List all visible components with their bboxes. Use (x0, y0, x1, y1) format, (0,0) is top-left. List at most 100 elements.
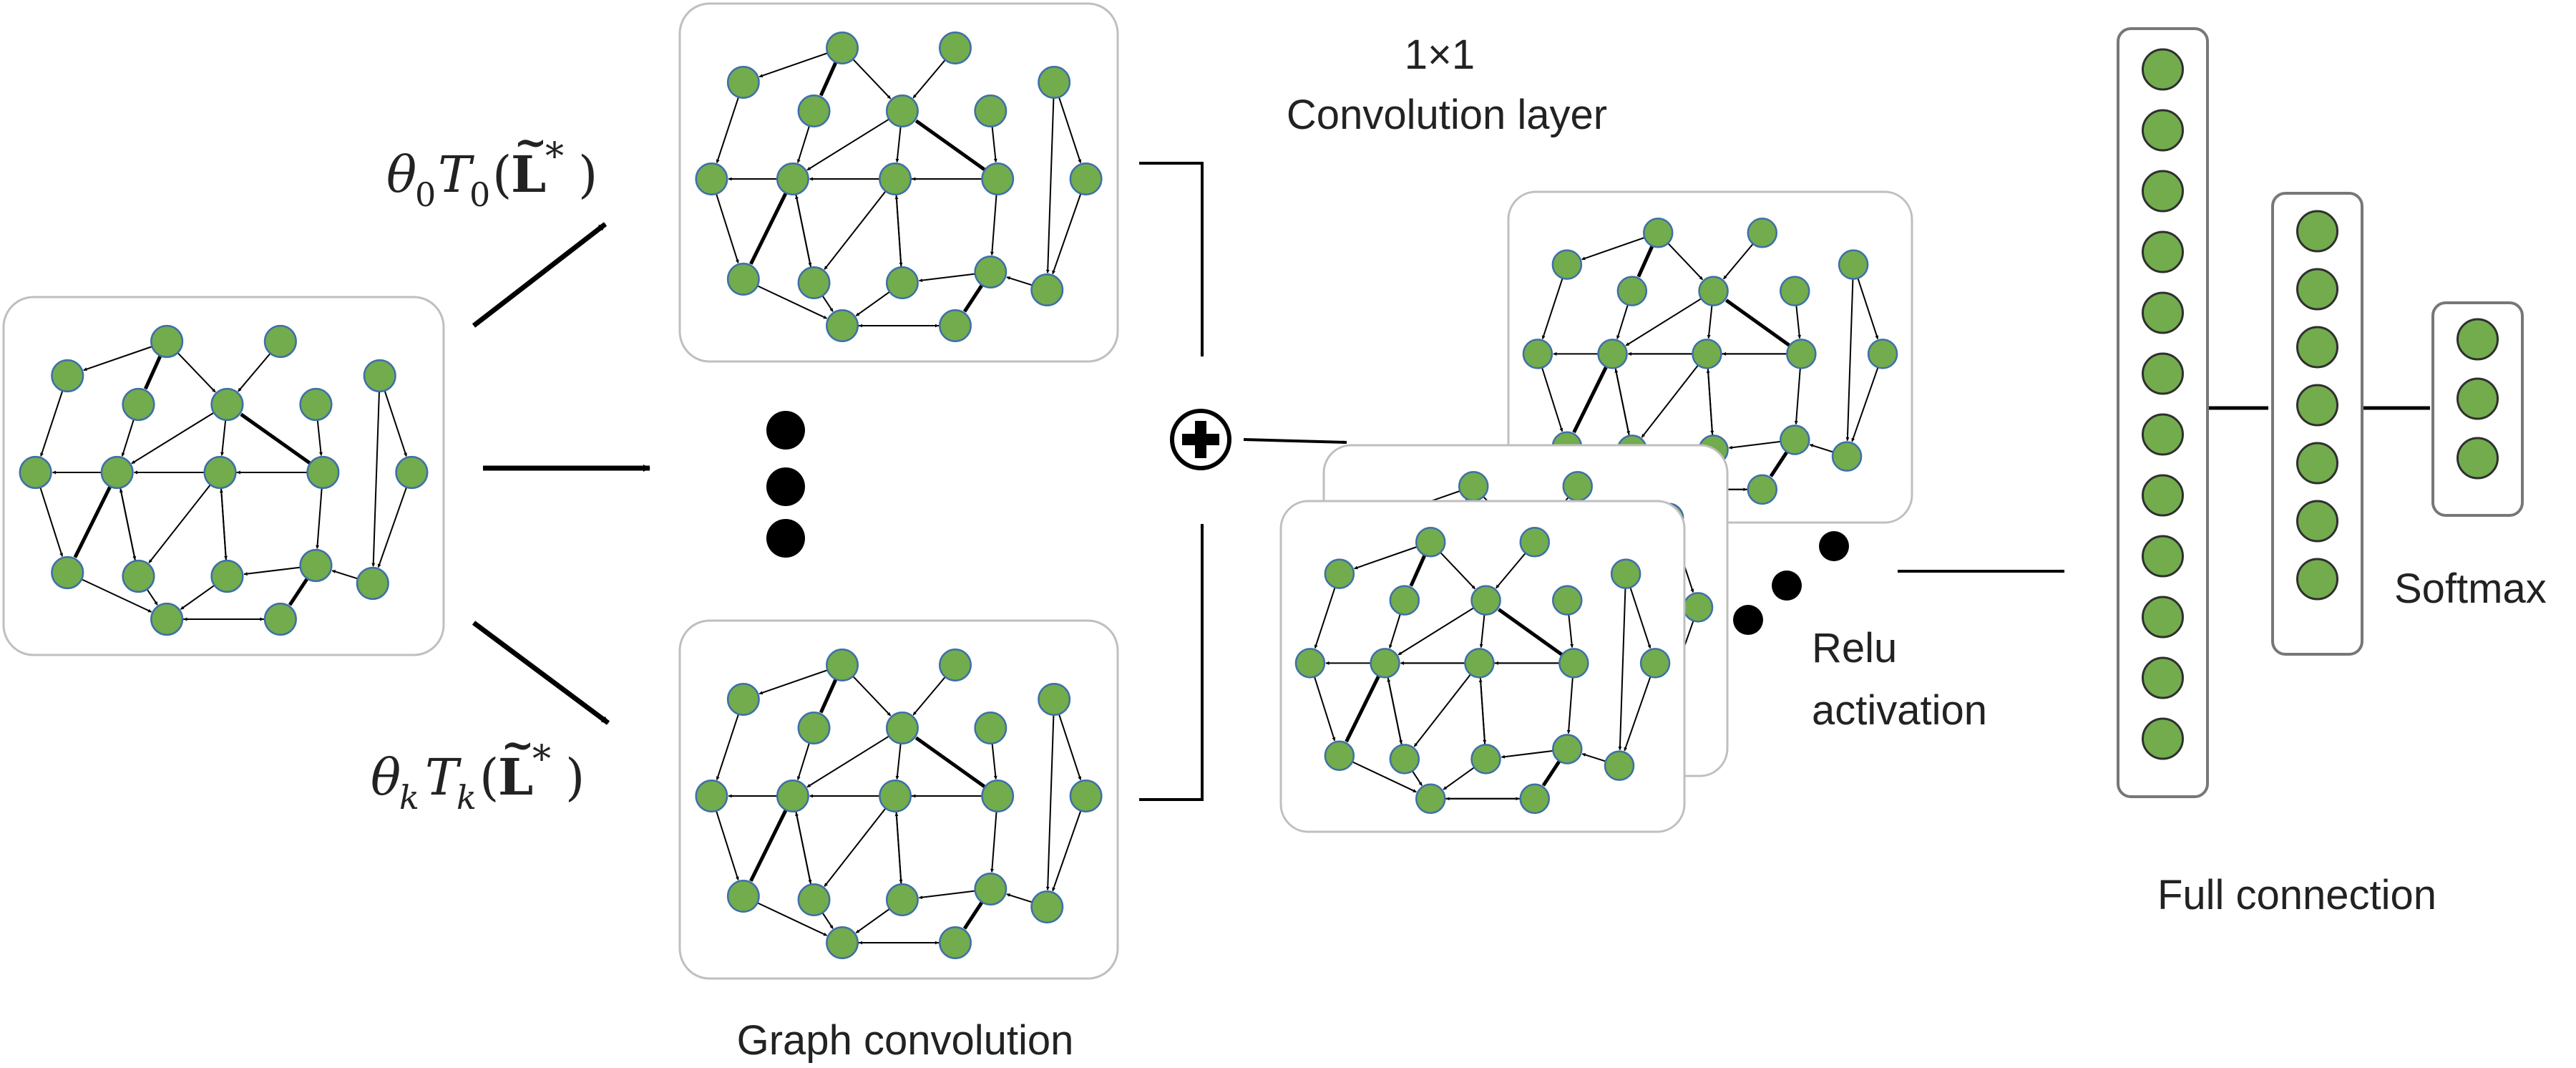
fc-neuron (2296, 210, 2338, 253)
graph-edge (852, 676, 892, 717)
graph-edge (895, 743, 902, 780)
softmax-label: Softmax (2394, 565, 2547, 612)
graph-edge (716, 97, 740, 163)
svg-text:T: T (425, 748, 462, 807)
graph-edge (914, 119, 986, 172)
graph-edge (1614, 369, 1630, 436)
svg-text:): ) (565, 748, 585, 807)
graph-node (299, 548, 333, 583)
graph-node (974, 873, 1008, 906)
graph-node (797, 94, 831, 127)
graph-edge (81, 578, 152, 613)
graph-node (885, 266, 919, 299)
graph-node (1069, 780, 1103, 812)
graph-edge (1624, 676, 1652, 752)
graph-node (885, 94, 919, 127)
graph-edge (1389, 613, 1401, 649)
graph-conv-output-top (678, 2, 1119, 363)
feature-map-back (1507, 190, 1913, 524)
graph-edge (1794, 368, 1801, 425)
fc-neuron (2142, 230, 2184, 273)
graph-node (1464, 648, 1495, 679)
graph-node (1389, 585, 1420, 616)
graph-edge (1409, 554, 1427, 587)
graph-node (1551, 249, 1583, 280)
fc-neuron (2142, 717, 2184, 760)
conv-layer-label-line1: 1×1 (1405, 31, 1475, 78)
graph-edge (918, 890, 975, 900)
graph-edge (990, 194, 997, 256)
graph-edge (1581, 236, 1645, 261)
graph-edge (1541, 278, 1563, 339)
fc-neuron (2142, 291, 2184, 334)
graph-edge (1616, 304, 1629, 339)
graph-edge (1411, 770, 1423, 786)
graph-node (1597, 339, 1628, 369)
graph-node (1519, 527, 1551, 558)
graph-edge (1728, 440, 1781, 450)
graph-node (776, 780, 809, 812)
graph-node (726, 880, 760, 913)
graph-edge (1045, 714, 1055, 890)
graph-edge (1443, 767, 1475, 790)
graph-edge (1478, 678, 1486, 745)
graph-node (1389, 744, 1420, 775)
graph-node (1030, 273, 1064, 306)
graph-edge (180, 584, 215, 611)
graph-edge (238, 353, 271, 392)
graph-edge (1581, 753, 1606, 762)
graph-node (363, 359, 396, 393)
fc-neuron (2457, 318, 2499, 361)
graph-edge (220, 419, 227, 456)
graph-edge (821, 912, 834, 929)
graph-edge (855, 908, 890, 934)
graph-edge (1495, 552, 1526, 589)
graph-edge (1541, 367, 1563, 432)
fc-neuron (2142, 352, 2184, 395)
graph-edge (716, 810, 739, 880)
graph-node (1370, 648, 1400, 679)
graph-node (826, 649, 859, 681)
graph-node (939, 31, 972, 64)
graph-edge (962, 900, 984, 930)
graph-edge (716, 193, 739, 263)
graph-node (974, 94, 1008, 127)
graph-edge (1479, 614, 1485, 648)
graph-node (150, 602, 184, 636)
graph-node (981, 780, 1015, 812)
graph-node (1747, 218, 1778, 248)
graph-edge (757, 902, 828, 936)
graph-edge (1769, 450, 1789, 477)
fc-neuron (2142, 109, 2184, 152)
fc-layer-frame (2117, 27, 2209, 798)
graph-node (1415, 527, 1446, 558)
graph-edge (918, 273, 975, 283)
graph-edge (716, 714, 740, 780)
feature-map-front (1279, 500, 1686, 833)
graph-edge (912, 676, 946, 716)
fc-layer-1 (2117, 27, 2209, 798)
graph-node (726, 683, 760, 716)
graph-node (19, 455, 52, 490)
fc-layer-3 (2431, 301, 2524, 517)
svg-text:(: ( (479, 748, 499, 807)
graph-edge (895, 126, 902, 162)
graph-edge (316, 487, 323, 549)
fc-neuron (2142, 413, 2184, 456)
fc-neuron (2457, 437, 2499, 480)
graph-node (1470, 585, 1501, 616)
graph-node (826, 309, 859, 342)
fc-neuron (2142, 170, 2184, 213)
graph-node (1522, 339, 1553, 369)
graph-edge (1857, 278, 1879, 339)
graph-convolution-label: Graph convolution (737, 1017, 1074, 1064)
graph-node (1470, 744, 1501, 775)
graph-node (1038, 683, 1071, 716)
graph-node (939, 649, 972, 681)
fc-neuron (2296, 384, 2338, 427)
fc-neuron (2296, 268, 2338, 311)
graph-node (1610, 558, 1641, 589)
graph-edge (1845, 278, 1854, 442)
svg-text:0: 0 (469, 175, 490, 214)
graph-node (1682, 592, 1714, 623)
